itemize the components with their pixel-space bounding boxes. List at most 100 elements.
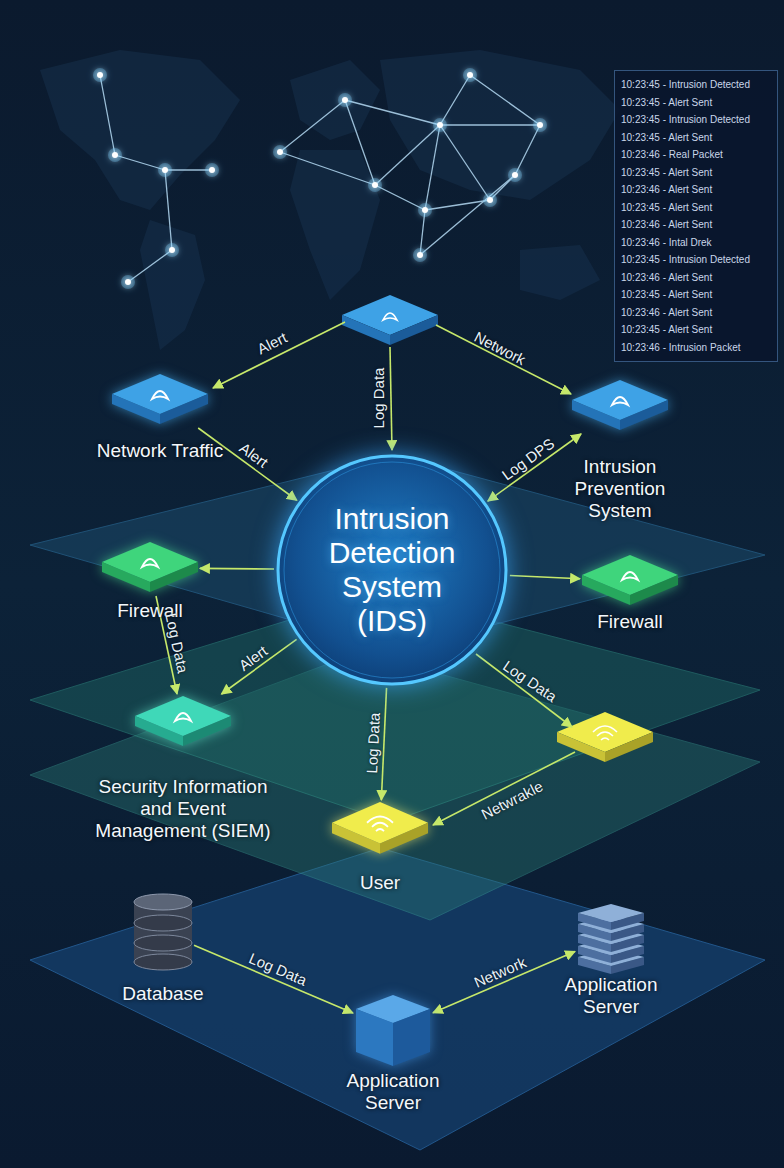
connector bbox=[198, 428, 297, 500]
dot-halo bbox=[338, 93, 352, 107]
constellation-link bbox=[440, 124, 540, 125]
dot bbox=[162, 167, 168, 173]
dot bbox=[467, 72, 473, 78]
ips-tile-shape bbox=[570, 378, 670, 434]
wifi-icon bbox=[593, 726, 617, 740]
continent bbox=[520, 245, 600, 300]
dot bbox=[97, 72, 103, 78]
node-label-wrap: Network Traffic bbox=[75, 440, 245, 462]
node-label-wrap: Database bbox=[98, 983, 228, 1005]
node-label: Application Server bbox=[328, 1070, 458, 1114]
dot-halo bbox=[433, 118, 447, 132]
log-line: 10:23:45 - Alert Sent bbox=[621, 286, 771, 304]
connector bbox=[222, 639, 297, 694]
layer-platforms bbox=[30, 455, 765, 1150]
arrow-line bbox=[476, 654, 572, 727]
dot-halos bbox=[93, 68, 547, 289]
log-panel: 10:23:45 - Intrusion Detected 10:23:45 - … bbox=[614, 70, 778, 362]
edge-label: Log Data bbox=[363, 713, 383, 775]
cube-side bbox=[393, 1009, 430, 1066]
dot bbox=[209, 167, 215, 173]
ips-tile: Intrusion Prevention System bbox=[570, 378, 670, 434]
constellation-link bbox=[165, 170, 172, 250]
dot bbox=[422, 207, 428, 213]
line-label: Log Data bbox=[370, 368, 387, 429]
log-line: 10:23:45 - Intrusion Detected bbox=[621, 76, 771, 94]
cylinder-body bbox=[134, 902, 192, 962]
dot bbox=[169, 247, 175, 253]
connector bbox=[433, 952, 575, 1013]
firewall-tile: Firewall bbox=[100, 540, 200, 596]
arrow-line bbox=[436, 325, 571, 394]
log-line: 10:23:45 - Alert Sent bbox=[621, 321, 771, 339]
constellation-link bbox=[345, 100, 375, 185]
continent bbox=[140, 220, 205, 350]
ids-text-wrap: Intrusion Detection System (IDS) bbox=[274, 452, 510, 688]
dot-halo bbox=[508, 168, 522, 182]
connector bbox=[488, 434, 581, 501]
dot-halo bbox=[413, 248, 427, 262]
dot-halo bbox=[368, 178, 382, 192]
dot bbox=[537, 122, 543, 128]
database-cylinder-shape bbox=[132, 893, 194, 971]
log-line: 10:23:45 - Alert Sent bbox=[621, 199, 771, 217]
siem-tile: Security Information and Event Managemen… bbox=[133, 694, 233, 750]
user-tile-shape bbox=[330, 800, 430, 858]
cylinder-disc bbox=[134, 935, 192, 951]
network-traffic-tile: Network Traffic bbox=[110, 372, 210, 428]
node-label-wrap: Security Information and Event Managemen… bbox=[83, 776, 283, 842]
dot bbox=[342, 97, 348, 103]
tile-side bbox=[332, 823, 380, 854]
shield-icon bbox=[612, 397, 628, 405]
cylinder-disc bbox=[134, 954, 192, 970]
shield-icon bbox=[152, 391, 168, 399]
constellation-link bbox=[440, 125, 490, 200]
constellation-link bbox=[420, 175, 515, 255]
dot bbox=[417, 252, 423, 258]
arrow-line bbox=[433, 752, 575, 825]
continent bbox=[290, 150, 380, 300]
dot-halo bbox=[418, 203, 432, 217]
dot bbox=[112, 152, 118, 158]
dot-halo bbox=[93, 68, 107, 82]
connector bbox=[194, 945, 353, 1013]
node-label-wrap: Application Server bbox=[328, 1070, 458, 1114]
constellation-link bbox=[128, 250, 172, 282]
constellation-link bbox=[515, 125, 540, 175]
log-line: 10:23:46 - Alert Sent bbox=[621, 181, 771, 199]
log-line: 10:23:45 - Intrusion Detected bbox=[621, 111, 771, 129]
ids-disc bbox=[278, 456, 506, 684]
constellation-link bbox=[375, 125, 440, 185]
node-label: Database bbox=[98, 983, 228, 1005]
dot bbox=[487, 197, 493, 203]
world-map bbox=[40, 50, 620, 350]
leader-lines bbox=[213, 322, 575, 825]
node-label-wrap: Firewall bbox=[570, 611, 690, 633]
node-label-wrap: Intrusion Prevention System bbox=[560, 456, 680, 522]
constellation-link bbox=[345, 100, 440, 125]
network-constellation bbox=[100, 75, 540, 282]
siem-tile-shape bbox=[133, 694, 233, 750]
network-traffic-tile-shape bbox=[110, 372, 210, 428]
constellation-link bbox=[280, 152, 375, 185]
server-cube-shape bbox=[353, 992, 433, 1068]
dot bbox=[277, 149, 283, 155]
shield-icon bbox=[622, 572, 638, 580]
node-label: Intrusion Prevention System bbox=[560, 456, 680, 522]
dot-halo bbox=[205, 163, 219, 177]
firewall-tile: Firewall bbox=[580, 553, 680, 609]
dot-halo bbox=[533, 118, 547, 132]
shield-icon bbox=[142, 559, 158, 567]
node-label: Firewall bbox=[570, 611, 690, 633]
log-line: 10:23:45 - Alert Sent bbox=[621, 164, 771, 182]
arrow-line bbox=[213, 322, 345, 388]
node-label-wrap: Firewall bbox=[90, 600, 210, 622]
shield-icon bbox=[383, 313, 397, 320]
tile-side bbox=[380, 823, 428, 854]
shield-icon bbox=[175, 713, 191, 721]
dot-halo bbox=[165, 243, 179, 257]
continent bbox=[40, 50, 240, 210]
wifi-icon bbox=[367, 817, 393, 832]
